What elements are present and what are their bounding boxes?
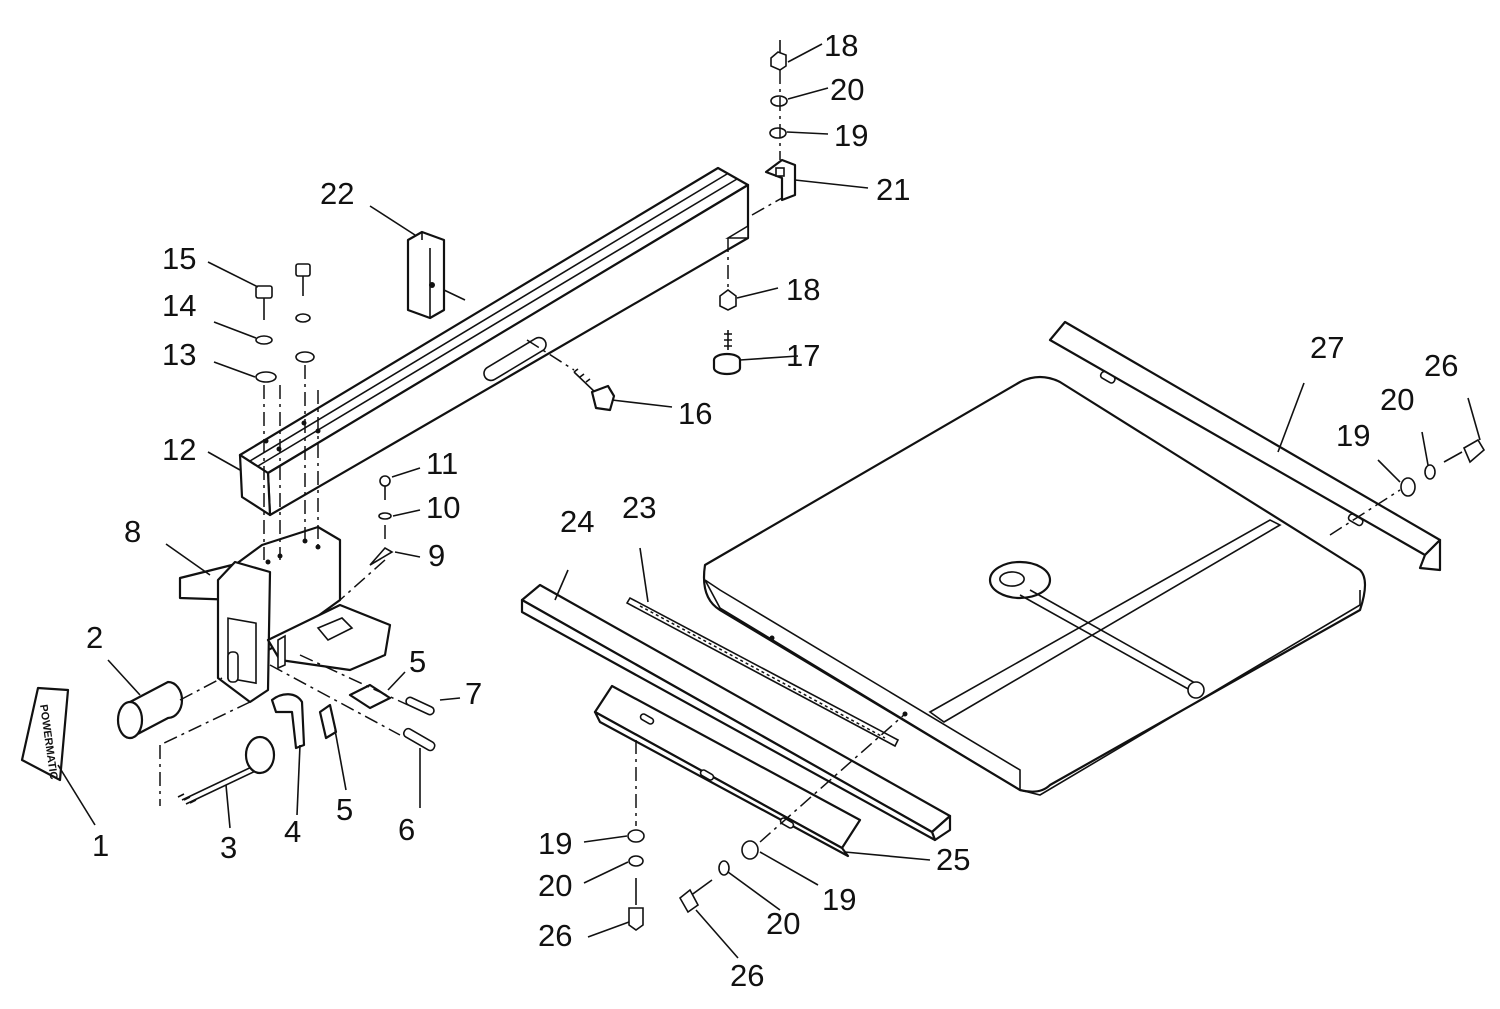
label-part-4: 4: [284, 814, 301, 849]
leader-lines: [57, 43, 1481, 959]
label-part-20-bottom: 20: [766, 906, 800, 941]
label-part-26-left: 26: [538, 918, 572, 953]
label-part-23: 23: [622, 490, 656, 525]
front-rail: [520, 583, 952, 842]
label-part-20-top: 20: [830, 72, 864, 107]
label-part-12: 12: [162, 432, 196, 467]
label-part-7: 7: [465, 676, 482, 711]
plate-5-small: [318, 703, 338, 740]
label-part-18-lower: 18: [786, 272, 820, 307]
block-22: [406, 230, 446, 320]
label-part-27: 27: [1310, 330, 1344, 365]
hardware-17-18: [712, 289, 742, 376]
fasteners-9-10-11: [369, 475, 394, 566]
label-part-18-upper: 18: [824, 28, 858, 63]
label-part-1: 1: [92, 828, 109, 863]
fence-bar: [238, 166, 750, 517]
cam-handle: [270, 693, 306, 750]
label-part-25: 25: [936, 842, 970, 877]
label-part-20-rear: 20: [1380, 382, 1414, 417]
label-part-6: 6: [398, 812, 415, 847]
label-part-16: 16: [678, 396, 712, 431]
label-part-26-rear: 26: [1424, 348, 1458, 383]
fence-body: [178, 525, 392, 704]
knob: [116, 680, 184, 740]
pin-6: [402, 727, 436, 752]
rear-rail: [1048, 320, 1442, 572]
label-part-20-left: 20: [538, 868, 572, 903]
label-part-22: 22: [320, 176, 354, 211]
part-number-labels: 1 2 3 4 5 5 6 7 8 9 10 11 12 13 14 15 16…: [86, 28, 1458, 993]
label-part-5-upper: 5: [409, 644, 426, 679]
hardware-18-20-19-21: [764, 40, 797, 202]
scale: [625, 596, 900, 748]
label-part-19-right: 19: [822, 882, 856, 917]
label-part-26-bottom: 26: [730, 958, 764, 993]
rear-fasteners: [1400, 438, 1486, 497]
label-part-14: 14: [162, 288, 196, 323]
label-part-9: 9: [428, 538, 445, 573]
label-part-5-lower: 5: [336, 792, 353, 827]
label-part-19-left: 19: [538, 826, 572, 861]
front-fasteners: [627, 829, 759, 931]
label-part-21: 21: [876, 172, 910, 207]
label-part-19-top: 19: [834, 118, 868, 153]
pin-7: [405, 696, 435, 716]
label-part-13: 13: [162, 337, 196, 372]
bolt-15: [255, 263, 315, 383]
label-part-10: 10: [426, 490, 460, 525]
label-part-3: 3: [220, 830, 237, 865]
label-part-2: 2: [86, 620, 103, 655]
nameplate: POWERMATIC: [20, 686, 70, 782]
label-part-19-rear: 19: [1336, 418, 1370, 453]
table-top: [702, 375, 1367, 796]
label-part-24: 24: [560, 504, 594, 539]
lock-rod: [177, 735, 276, 805]
star-knob-16: [573, 368, 616, 412]
plate-5-large: [348, 683, 392, 710]
label-part-17: 17: [786, 338, 820, 373]
assembly-lines: [159, 70, 1401, 843]
label-part-11: 11: [426, 446, 458, 481]
label-part-15: 15: [162, 241, 196, 276]
label-part-8: 8: [124, 514, 141, 549]
